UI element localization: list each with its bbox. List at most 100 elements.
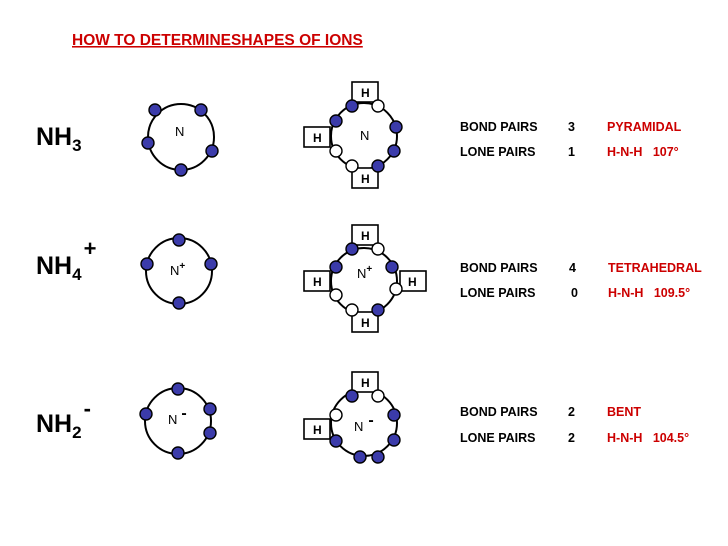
shape-name: BENT — [607, 405, 641, 419]
hydrogen-electron-dot — [329, 408, 343, 422]
electron-dot — [194, 103, 208, 117]
hydrogen-box-left — [303, 418, 331, 440]
electron-dot — [353, 450, 367, 464]
lone-pairs-count: 2 — [568, 431, 575, 445]
lone-pairs-count: 0 — [571, 286, 578, 300]
info-nh4-plus: BOND PAIRS 4 TETRAHEDRAL LONE PAIRS 0 H-… — [460, 261, 702, 300]
hydrogen-electron-dot — [371, 242, 385, 256]
atom-diagram-nh4-plus: N+ — [140, 233, 218, 310]
hydrogen-electron-dot — [345, 303, 359, 317]
hydrogen-box-top — [351, 371, 379, 393]
hydrogen-box-left — [303, 126, 331, 148]
bonding-diagram-nh4-plus: N+ H H H H — [303, 224, 427, 333]
electron-dot — [172, 296, 186, 310]
hydrogen-box-bottom — [351, 167, 379, 189]
bond-angle: H-N-H 109.5° — [608, 286, 690, 300]
hydrogen-label: H — [361, 376, 370, 390]
hydrogen-electron-dot — [371, 99, 385, 113]
bond-angle: H-N-H 107° — [607, 145, 679, 159]
hydrogen-box-top — [351, 224, 379, 246]
hydrogen-box-top — [351, 81, 379, 103]
atom-diagram-nh3: N — [141, 103, 219, 177]
row-nh2-minus: NH2- N- N- H H — [36, 371, 689, 464]
electron-dot — [172, 233, 186, 247]
electron-dot — [371, 159, 385, 173]
bond-pairs-label: BOND PAIRS — [460, 405, 538, 419]
hydrogen-label: H — [313, 423, 322, 437]
hydrogen-label: H — [361, 229, 370, 243]
hydrogen-label: H — [313, 275, 322, 289]
nitrogen-ion-symbol: N+ — [357, 264, 372, 281]
valence-shell — [330, 247, 398, 315]
electron-dot — [387, 433, 401, 447]
row-nh3: NH3 N N H H H — [36, 81, 682, 189]
electron-dot — [345, 99, 359, 113]
atom-diagram-nh2-minus: N- — [139, 382, 217, 460]
bond-pairs-label: BOND PAIRS — [460, 261, 538, 275]
electron-dot — [204, 257, 218, 271]
electron-dot — [387, 408, 401, 422]
hydrogen-electron-dot — [371, 389, 385, 403]
nitrogen-symbol: N — [175, 124, 184, 139]
electron-dot — [139, 407, 153, 421]
electron-dot — [148, 103, 162, 117]
electron-dot — [140, 257, 154, 271]
formula-nh4-plus: NH4+ — [36, 236, 96, 284]
bond-pairs-label: BOND PAIRS — [460, 120, 538, 134]
electron-dot — [329, 434, 343, 448]
electron-dot — [345, 389, 359, 403]
hydrogen-box-right — [399, 270, 427, 292]
hydrogen-electron-dot — [329, 144, 343, 158]
hydrogen-label: H — [361, 316, 370, 330]
electron-dot — [141, 136, 155, 150]
hydrogen-label: H — [361, 172, 370, 186]
hydrogen-electron-dot — [345, 159, 359, 173]
bond-pairs-count: 2 — [568, 405, 575, 419]
hydrogen-electron-dot — [389, 282, 403, 296]
bonding-diagram-nh2-minus: N- H H — [303, 371, 401, 464]
bond-angle: H-N-H 104.5° — [607, 431, 689, 445]
info-nh3: BOND PAIRS 3 PYRAMIDAL LONE PAIRS 1 H-N-… — [460, 120, 682, 159]
electron-dot — [329, 260, 343, 274]
electron-dot — [389, 120, 403, 134]
bond-pairs-count: 4 — [569, 261, 576, 275]
electron-dot — [385, 260, 399, 274]
shape-name: TETRAHEDRAL — [608, 261, 702, 275]
shape-name: PYRAMIDAL — [607, 120, 682, 134]
electron-dot — [205, 144, 219, 158]
electron-dot — [371, 303, 385, 317]
info-nh2-minus: BOND PAIRS 2 BENT LONE PAIRS 2 H-N-H 104… — [460, 405, 689, 445]
hydrogen-electron-dot — [329, 288, 343, 302]
nitrogen-ion-symbol: N+ — [170, 261, 185, 278]
lone-pairs-label: LONE PAIRS — [460, 431, 535, 445]
valence-shell — [330, 389, 398, 457]
hydrogen-label: H — [313, 131, 322, 145]
electron-dot — [387, 144, 401, 158]
formula-nh2-minus: NH2- — [36, 396, 91, 442]
electron-dot — [171, 446, 185, 460]
nitrogen-ion-symbol: N- — [168, 405, 187, 427]
electron-dot — [345, 242, 359, 256]
bonding-diagram-nh3: N H H H — [303, 81, 403, 189]
formula-nh3: NH3 — [36, 123, 82, 155]
row-nh4-plus: NH4+ N+ N+ H H H H — [36, 224, 702, 333]
lone-pairs-count: 1 — [568, 145, 575, 159]
electron-dot — [371, 450, 385, 464]
lone-pairs-label: LONE PAIRS — [460, 286, 535, 300]
hydrogen-label: H — [408, 275, 417, 289]
bond-pairs-count: 3 — [568, 120, 575, 134]
electron-dot — [203, 402, 217, 416]
electron-dot — [329, 114, 343, 128]
hydrogen-box-bottom — [351, 311, 379, 333]
nitrogen-ion-symbol: N- — [354, 412, 374, 434]
hydrogen-label: H — [361, 86, 370, 100]
hydrogen-box-left — [303, 270, 331, 292]
electron-dot — [174, 163, 188, 177]
electron-dot — [171, 382, 185, 396]
lone-pairs-label: LONE PAIRS — [460, 145, 535, 159]
nitrogen-symbol: N — [360, 128, 369, 143]
electron-dot — [203, 426, 217, 440]
electron-shell — [144, 387, 212, 455]
page-title: HOW TO DETERMINESHAPES OF IONS — [72, 32, 363, 49]
